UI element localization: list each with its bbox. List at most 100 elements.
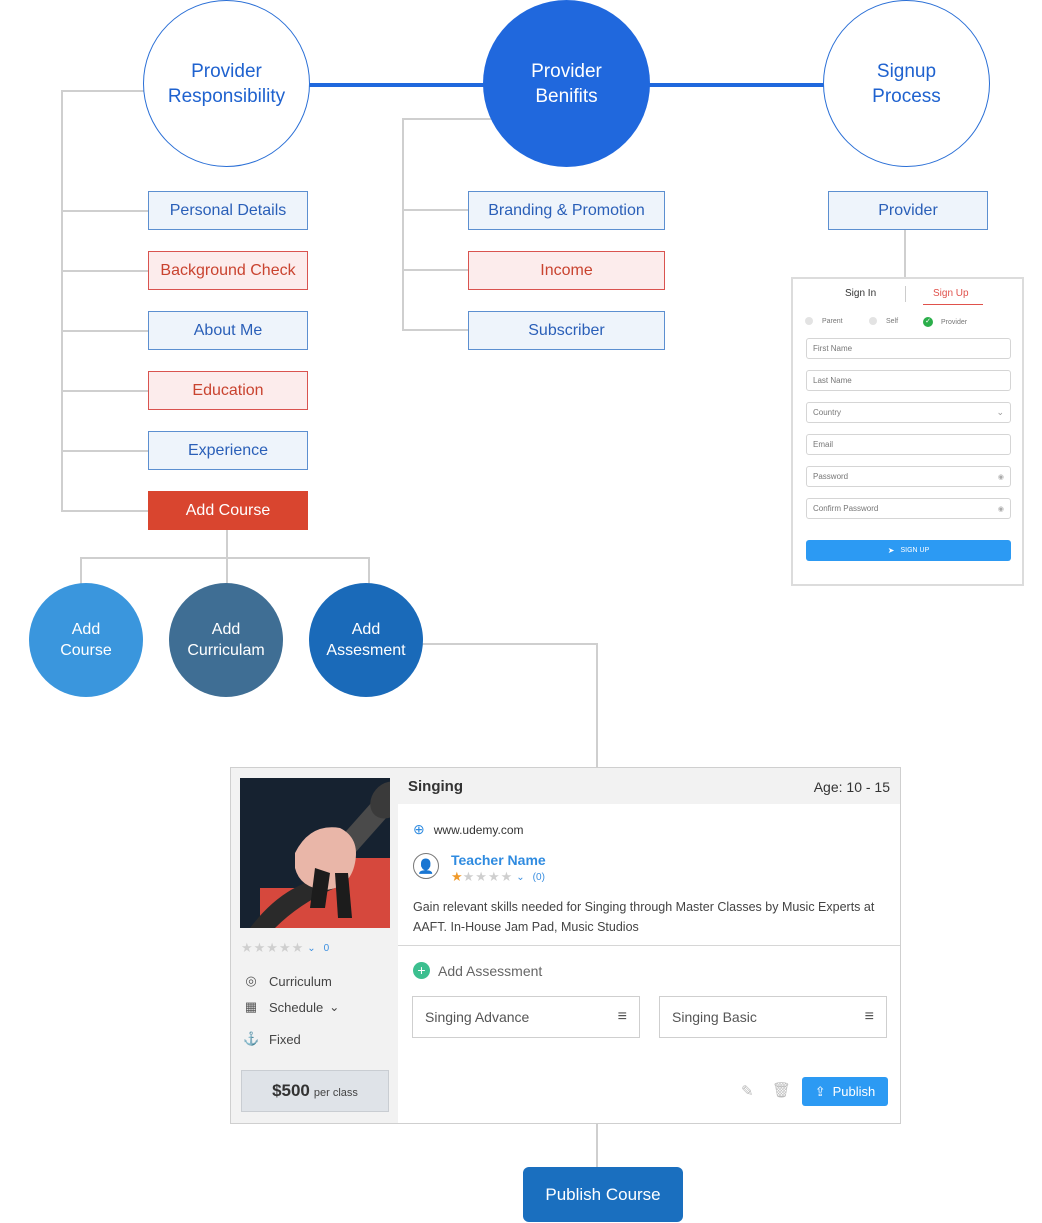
price-badge: $500 per class bbox=[241, 1070, 389, 1112]
signup-form-panel: Sign In Sign Up Parent Self ✓ Provider F… bbox=[791, 277, 1024, 586]
course-rating-count: 0 bbox=[323, 942, 330, 954]
menu-icon[interactable]: ≡ bbox=[864, 1008, 874, 1025]
confirm-password-field[interactable]: Confirm Password ◉ bbox=[806, 498, 1011, 519]
course-image bbox=[240, 778, 390, 928]
radio-parent[interactable]: Parent bbox=[805, 317, 843, 325]
plus-circle-icon: + bbox=[413, 962, 430, 979]
chevron-down-icon[interactable]: ⌄ bbox=[516, 871, 525, 883]
add-assessment-button[interactable]: + Add Assessment bbox=[413, 962, 542, 979]
course-header bbox=[398, 768, 900, 804]
radio-provider[interactable]: ✓ Provider bbox=[923, 317, 967, 327]
check-circle-icon: ✓ bbox=[923, 317, 933, 327]
connector-branch bbox=[402, 118, 492, 120]
connector-add-course-down bbox=[226, 529, 228, 557]
radio-circle-icon bbox=[869, 317, 877, 325]
connector-responsibility-top bbox=[61, 90, 147, 92]
connector-branch bbox=[80, 557, 370, 559]
star-icon: ★★★★ bbox=[462, 869, 514, 884]
education-node: Education bbox=[148, 371, 308, 410]
connector-branch bbox=[61, 510, 149, 512]
chevron-down-icon[interactable]: ⌄ bbox=[307, 942, 316, 954]
curriculum-item[interactable]: ◎Curriculum bbox=[243, 973, 332, 989]
connector-card-publish bbox=[596, 1124, 598, 1168]
connector-branch bbox=[61, 270, 149, 272]
tab-sign-in[interactable]: Sign In bbox=[845, 288, 877, 299]
field-placeholder: Email bbox=[813, 440, 834, 449]
step-line: Add bbox=[211, 621, 241, 638]
star-icon: ★ bbox=[451, 869, 463, 884]
tab-sign-up-underline bbox=[923, 304, 983, 305]
publish-button[interactable]: ⇪ Publish bbox=[802, 1077, 888, 1106]
add-assessment-label: Add Assessment bbox=[438, 962, 543, 979]
connector-branch bbox=[402, 329, 469, 331]
first-name-field[interactable]: First Name bbox=[806, 338, 1011, 359]
course-rating: ★★★★★ ⌄ 0 bbox=[241, 940, 329, 956]
radio-label: Parent bbox=[822, 317, 843, 325]
signup-button[interactable]: ➤ SIGN UP bbox=[806, 540, 1011, 561]
menu-icon[interactable]: ≡ bbox=[617, 1008, 627, 1025]
trash-icon[interactable]: 🗑 bbox=[772, 1082, 792, 1099]
assessment-item[interactable]: Singing Basic ≡ bbox=[659, 996, 887, 1038]
send-icon: ➤ bbox=[887, 546, 895, 555]
node-line: Provider bbox=[191, 60, 262, 82]
fixed-label: Fixed bbox=[269, 1031, 301, 1047]
connector-branch bbox=[61, 330, 149, 332]
node-line: Benifits bbox=[535, 85, 598, 107]
field-placeholder: Password bbox=[813, 472, 849, 481]
website-row[interactable]: ⊕ www.udemy.com bbox=[413, 821, 524, 838]
node-line: Process bbox=[872, 85, 941, 107]
email-field[interactable]: Email bbox=[806, 434, 1011, 455]
teacher-rating-count: (0) bbox=[532, 871, 545, 883]
anchor-icon: ⚓ bbox=[243, 1031, 260, 1046]
target-icon: ◎ bbox=[245, 973, 257, 988]
tab-sign-up[interactable]: Sign Up bbox=[933, 288, 969, 299]
step-line: Add bbox=[71, 621, 101, 638]
globe-icon: ⊕ bbox=[413, 821, 425, 837]
schedule-item[interactable]: ▦Schedule⌄ bbox=[243, 999, 339, 1015]
avatar: 👤 bbox=[413, 853, 439, 879]
card-divider bbox=[398, 945, 900, 946]
connector-branch bbox=[61, 450, 149, 452]
website-link[interactable]: www.udemy.com bbox=[433, 822, 524, 837]
connector-branch bbox=[402, 269, 469, 271]
eye-hidden-icon[interactable]: ◉ bbox=[997, 473, 1004, 481]
country-select[interactable]: Country ⌄ bbox=[806, 402, 1011, 423]
teacher-name[interactable]: Teacher Name bbox=[451, 852, 546, 868]
personal-details-node: Personal Details bbox=[148, 191, 308, 230]
experience-node: Experience bbox=[148, 431, 308, 470]
add-course-node: Add Course bbox=[148, 491, 308, 530]
price-unit: per class bbox=[313, 1087, 358, 1099]
connector-branch bbox=[61, 390, 149, 392]
radio-circle-icon bbox=[805, 317, 813, 325]
income-node: Income bbox=[468, 251, 665, 290]
pencil-icon[interactable]: ✎ bbox=[741, 1083, 754, 1100]
price-value: $500 bbox=[272, 1081, 310, 1100]
connector-assessment-card bbox=[420, 643, 598, 645]
field-placeholder: Country bbox=[813, 408, 842, 417]
connector-branch bbox=[402, 209, 469, 211]
connector-branch bbox=[596, 643, 598, 767]
last-name-field[interactable]: Last Name bbox=[806, 370, 1011, 391]
node-line: Responsibility bbox=[167, 85, 286, 107]
branding-promotion-node: Branding & Promotion bbox=[468, 191, 665, 230]
course-age: Age: 10 - 15 bbox=[813, 779, 890, 795]
radio-self[interactable]: Self bbox=[869, 317, 898, 325]
field-placeholder: Confirm Password bbox=[813, 504, 879, 513]
step-line: Course bbox=[60, 642, 112, 659]
course-card-sidebar: ★★★★★ ⌄ 0 ◎Curriculum ▦Schedule⌄ ⚓Fixed … bbox=[231, 768, 398, 1123]
eye-hidden-icon[interactable]: ◉ bbox=[997, 505, 1004, 513]
node-line: Provider bbox=[531, 60, 602, 82]
subscriber-node: Subscriber bbox=[468, 311, 665, 350]
field-placeholder: Last Name bbox=[813, 376, 852, 385]
assessment-item[interactable]: Singing Advance ≡ bbox=[412, 996, 640, 1038]
signup-button-label: SIGN UP bbox=[900, 547, 930, 554]
schedule-label: Schedule bbox=[269, 999, 324, 1015]
password-field[interactable]: Password ◉ bbox=[806, 466, 1011, 487]
publish-course-node: Publish Course bbox=[523, 1167, 683, 1222]
about-me-node: About Me bbox=[148, 311, 308, 350]
connector-branch bbox=[368, 557, 370, 585]
